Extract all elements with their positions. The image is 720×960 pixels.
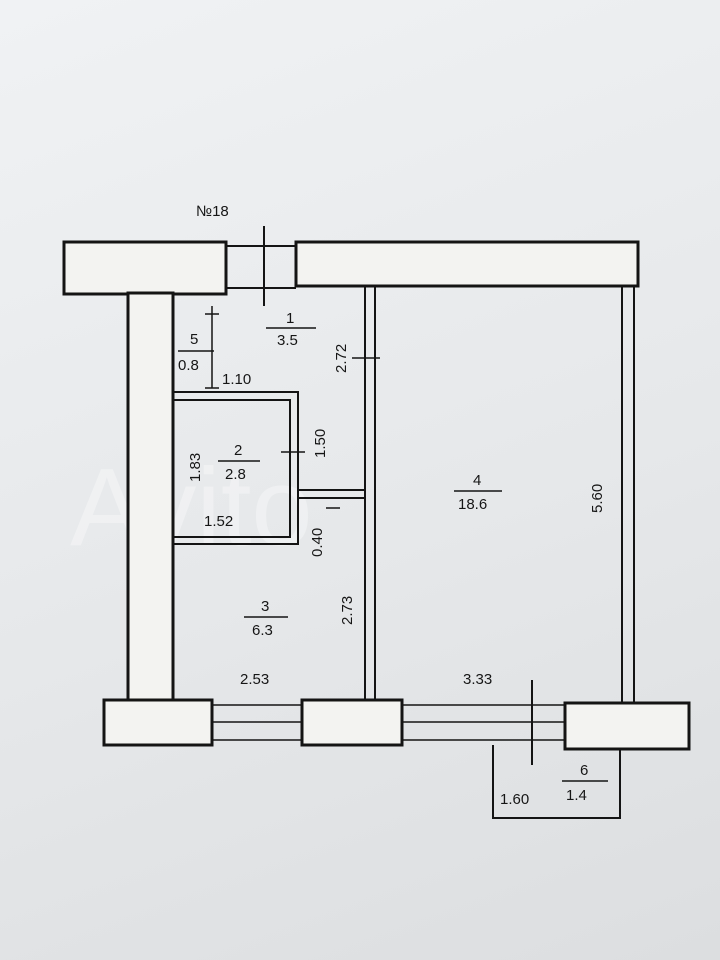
dim-5-60: 5.60 xyxy=(589,484,606,513)
room-6-area: 1.4 xyxy=(566,787,587,804)
dim-1-10: 1.10 xyxy=(222,371,251,388)
room-4-number: 4 xyxy=(473,472,481,489)
room-6-number: 6 xyxy=(580,762,588,779)
room-1-area: 3.5 xyxy=(277,332,298,349)
room-2-number: 2 xyxy=(234,442,242,459)
dim-3-33: 3.33 xyxy=(463,671,492,688)
room-5-number: 5 xyxy=(190,331,198,348)
room-5-area: 0.8 xyxy=(178,357,199,374)
room-3-number: 3 xyxy=(261,598,269,615)
dim-1-52: 1.52 xyxy=(204,513,233,530)
wall-top-left xyxy=(62,240,228,296)
wall-bottom-left xyxy=(102,698,214,747)
balcony-outline xyxy=(492,745,621,819)
dim-2-72: 2.72 xyxy=(333,344,350,373)
room-3-area: 6.3 xyxy=(252,622,273,639)
dim-1-60: 1.60 xyxy=(500,791,529,808)
watermark-avito: Avito xyxy=(70,446,313,569)
dim-2-53: 2.53 xyxy=(240,671,269,688)
room-4-area: 18.6 xyxy=(458,496,487,513)
wall-left xyxy=(126,291,175,702)
room-1-number: 1 xyxy=(286,310,294,327)
wall-top-right xyxy=(294,240,640,288)
dim-0-40: 0.40 xyxy=(309,528,326,557)
dim-1-83: 1.83 xyxy=(187,453,204,482)
room-2-area: 2.8 xyxy=(225,466,246,483)
unit-number: №18 xyxy=(196,203,229,220)
wall-bottom-middle xyxy=(300,698,404,747)
dim-2-73: 2.73 xyxy=(339,596,356,625)
wall-bottom-right xyxy=(563,701,691,751)
dim-1-50: 1.50 xyxy=(312,429,329,458)
bathroom-wall-inner xyxy=(172,399,291,538)
